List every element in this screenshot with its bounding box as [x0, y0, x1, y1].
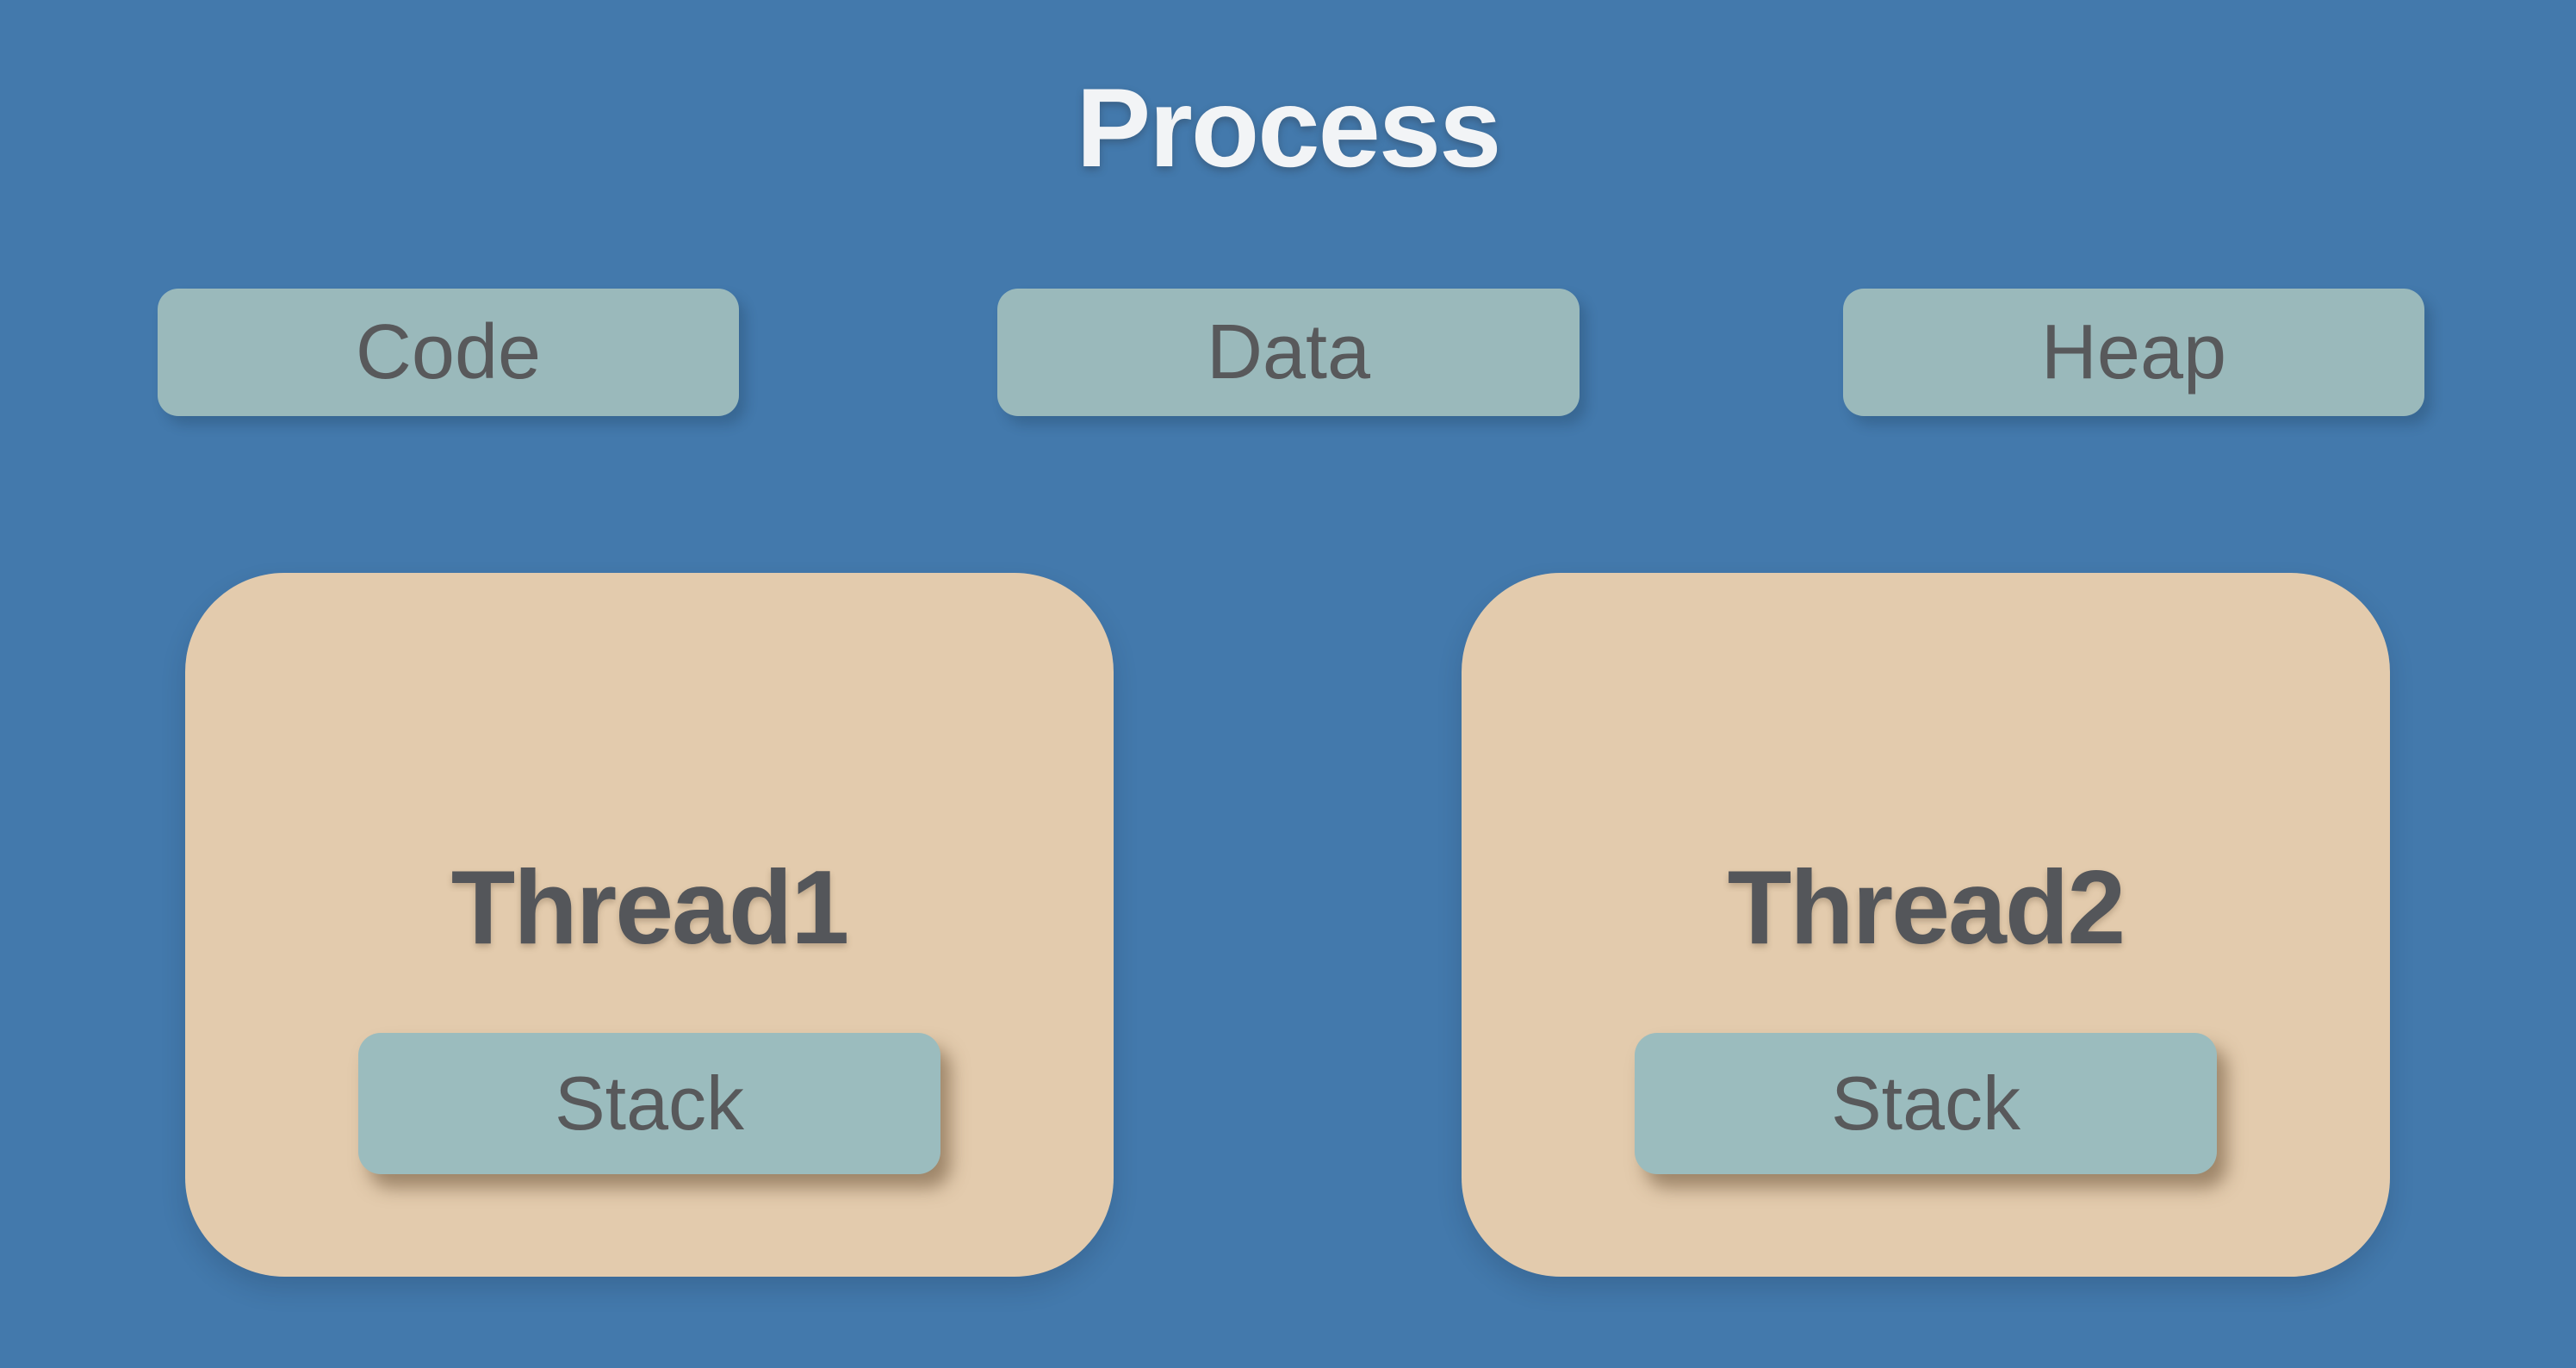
thread1-stack-box: Stack [358, 1033, 940, 1174]
thread2-box: Thread2 Stack [1462, 573, 2390, 1277]
code-box: Code [158, 289, 739, 416]
heap-label: Heap [2040, 308, 2227, 395]
thread1-stack-label: Stack [554, 1060, 745, 1146]
thread2-stack-box: Stack [1635, 1033, 2217, 1174]
data-box: Data [997, 289, 1580, 416]
thread1-label: Thread1 [450, 849, 850, 966]
code-label: Code [355, 308, 542, 395]
thread1-box: Thread1 Stack [185, 573, 1114, 1277]
heap-box: Heap [1843, 289, 2424, 416]
thread2-stack-label: Stack [1830, 1060, 2021, 1146]
thread2-label: Thread2 [1727, 849, 2126, 966]
data-label: Data [1206, 308, 1371, 395]
process-title: Process [1076, 64, 1502, 190]
